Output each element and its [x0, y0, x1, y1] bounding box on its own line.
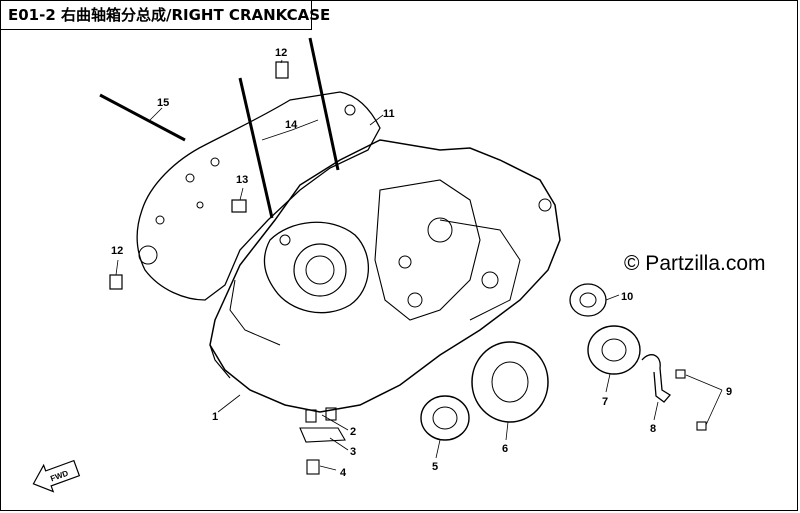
callout-12-top: 12	[275, 47, 287, 59]
gasket	[136, 91, 381, 301]
callout-13: 13	[236, 174, 248, 186]
callout-11: 11	[383, 108, 395, 120]
callout-6: 6	[502, 443, 508, 455]
watermark: © Partzilla.com	[624, 252, 766, 275]
callout-2: 2	[350, 426, 356, 438]
title-box: E01-2 右曲轴箱分总成/RIGHT CRANKCASE	[0, 0, 330, 30]
callout-4: 4	[340, 467, 347, 479]
diagram-title: E01-2 右曲轴箱分总成/RIGHT CRANKCASE	[8, 6, 331, 24]
fwd-arrow-icon: FWD	[32, 459, 81, 493]
callout-1: 1	[212, 411, 218, 423]
callout-14: 14	[285, 119, 298, 131]
callout-5: 5	[432, 461, 438, 473]
callout-12-left: 12	[111, 245, 123, 257]
fwd-label: FWD	[49, 469, 69, 484]
callout-7: 7	[602, 396, 608, 408]
callout-10: 10	[621, 291, 633, 303]
callout-9: 9	[726, 386, 732, 398]
callout-8: 8	[650, 423, 656, 435]
callout-15: 15	[157, 97, 169, 109]
crankcase-body	[209, 139, 561, 413]
callout-3: 3	[350, 446, 356, 458]
